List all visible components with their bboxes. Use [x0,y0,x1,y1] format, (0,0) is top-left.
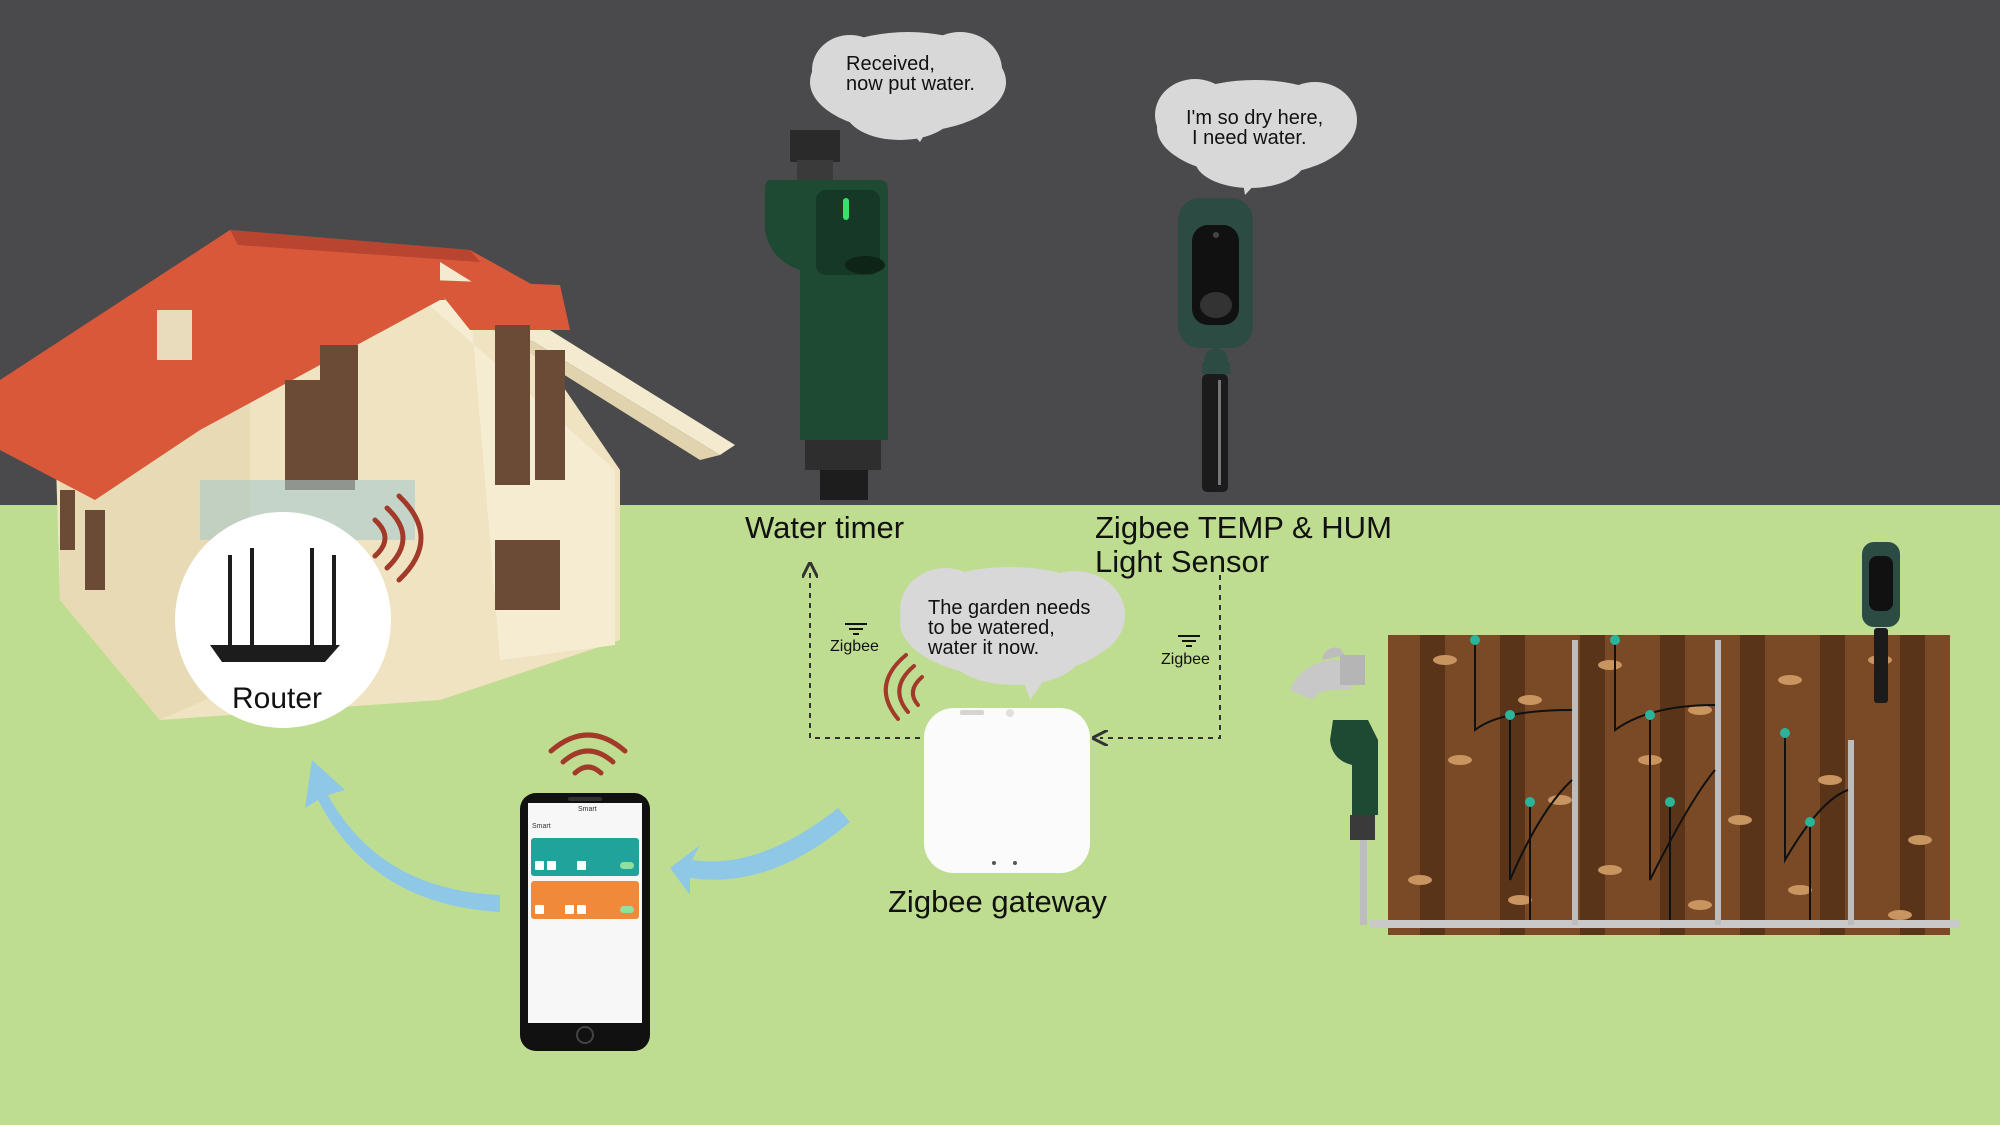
zigbee-label-left: Zigbee [830,638,879,655]
toggle-switch-2 [620,906,634,913]
sensor-label-line2: Light Sensor [1095,544,1270,579]
speech-bubble-timer [810,32,1006,142]
arrow-phone-to-router [305,760,500,912]
faucet-icon [1290,647,1365,700]
timer-bubble-line1: Received, [846,53,935,75]
sensor-label-line1: Zigbee TEMP & HUM [1095,510,1392,545]
speech-bubble-gateway [900,567,1125,700]
wifi-signal-icon-phone [548,732,628,776]
status-led-icon [843,198,849,220]
zigbee-label-right: Zigbee [1161,651,1210,668]
temp-hum-sensor-device [1178,198,1253,492]
garden-irrigation-illustration [1290,542,1960,935]
gateway-bubble-line3: water it now. [928,637,1040,659]
wifi-signal-icon-gateway [883,653,924,721]
automation-card-1 [531,838,639,876]
zigbee-signal-icon-left [845,623,867,635]
toggle-switch-1 [620,862,634,869]
router-label: Router [232,682,323,715]
arrow-gateway-to-phone [670,808,850,895]
gateway-bubble-line1: The garden needs [928,597,1091,619]
timer-bubble-line2: now put water. [846,73,975,95]
phone-screen-section: Smart [532,823,551,830]
zigbee-gateway-device [924,708,1090,873]
gateway-label: Zigbee gateway [888,884,1107,919]
house-illustration [0,230,735,720]
smartphone [520,793,650,1051]
phone-screen-title: Smart [578,806,597,813]
zigbee-link-lines [810,570,1221,738]
wifi-signal-icon-router [372,493,424,583]
zigbee-signal-icon-right [1178,635,1200,647]
home-button-icon [576,1026,594,1044]
automation-card-2 [531,881,639,919]
gateway-bubble-line2: to be watered, [928,617,1055,639]
water-timer-small-icon [1330,720,1378,815]
water-timer-device [765,130,888,500]
sensor-bubble-line1: I'm so dry here, [1186,107,1324,129]
sensor-bubble-line2: I need water. [1192,127,1307,149]
router-antenna-icon [228,555,232,647]
speech-bubble-sensor [1155,79,1357,195]
water-timer-label: Water timer [745,510,905,545]
router-badge [175,512,391,728]
